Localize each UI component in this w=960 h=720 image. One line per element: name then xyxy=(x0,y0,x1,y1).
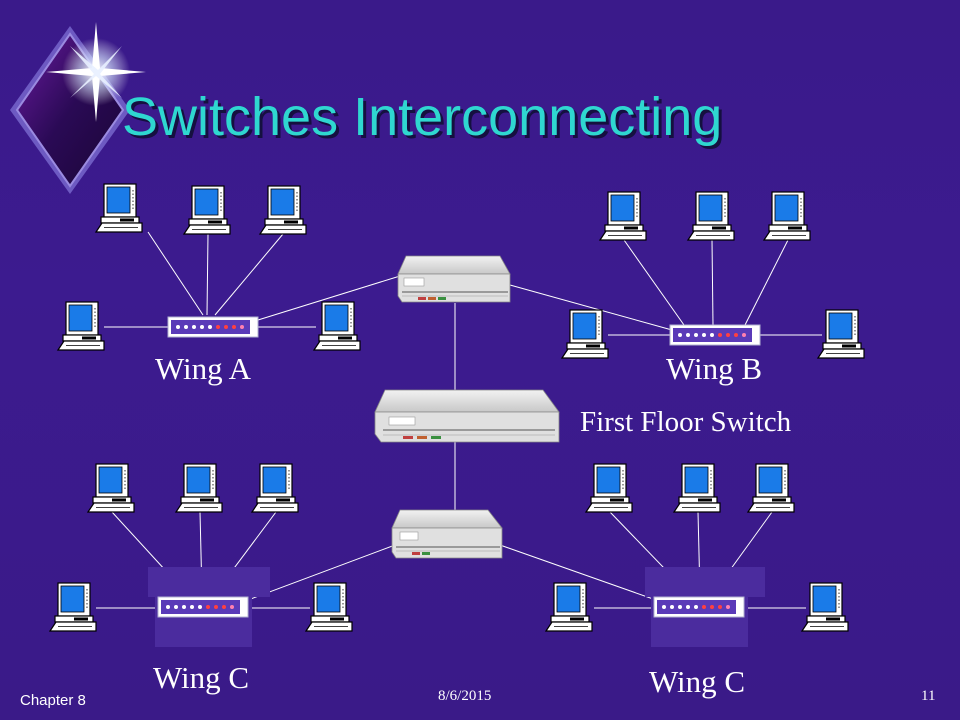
footer-date: 8/6/2015 xyxy=(438,688,492,704)
label-first-floor-switch: First Floor Switch xyxy=(580,406,792,438)
switch-icon xyxy=(374,255,560,559)
label-wing-c-left: Wing C xyxy=(153,660,250,695)
label-wing-c-right: Wing C xyxy=(649,664,746,699)
label-wing-a: Wing A xyxy=(155,351,252,386)
footer-page-number: 11 xyxy=(921,688,936,704)
footer-chapter: Chapter 8 xyxy=(20,692,86,709)
sparkle-icon xyxy=(46,22,146,122)
page-title: Switches Interconnecting xyxy=(122,87,723,147)
label-wing-b: Wing B xyxy=(666,351,763,386)
